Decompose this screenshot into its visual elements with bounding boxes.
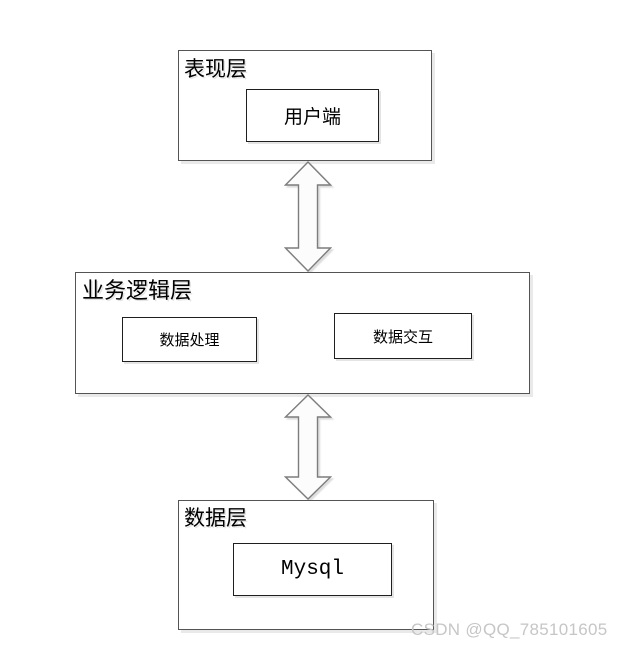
node-data-processing-label: 数据处理 <box>159 333 220 349</box>
layer-presentation-label: 表现层 <box>184 57 247 81</box>
watermark-text: CSDN @QQ_785101605 <box>411 620 608 639</box>
layer-data-label: 数据层 <box>184 506 247 530</box>
node-mysql-box: Mysql <box>233 543 392 596</box>
double-vertical-arrow-icon <box>284 161 332 272</box>
node-mysql-label: Mysql <box>280 558 344 581</box>
layer-business-label: 业务逻辑层 <box>82 278 193 303</box>
double-vertical-arrow-icon <box>284 394 332 500</box>
node-client-label: 用户端 <box>283 107 341 128</box>
node-client-box: 用户端 <box>246 89 379 142</box>
node-data-processing-box: 数据处理 <box>122 317 257 362</box>
node-data-interaction-box: 数据交互 <box>334 313 472 359</box>
node-data-interaction-label: 数据交互 <box>372 329 433 346</box>
